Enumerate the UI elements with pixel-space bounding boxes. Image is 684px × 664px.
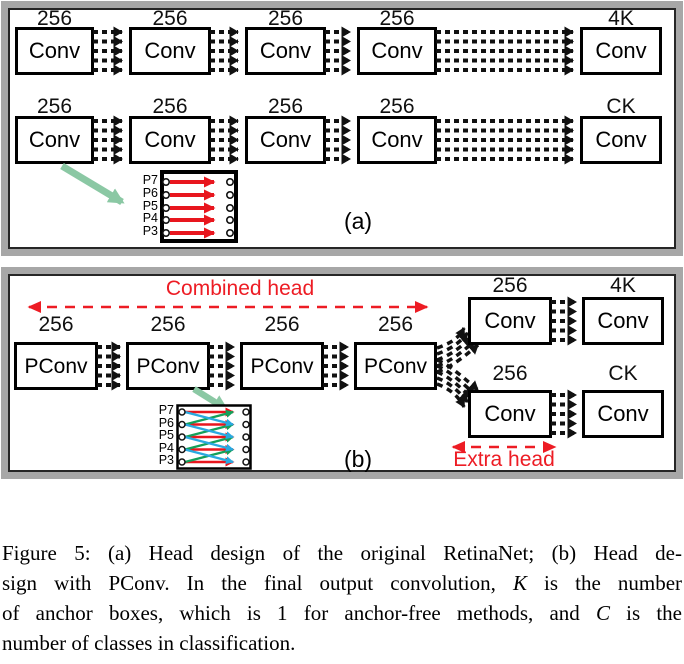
dashed-arrow-connector: [551, 389, 577, 439]
dashed-arrow-connector: [93, 26, 123, 76]
pconv-box: PConv: [14, 342, 98, 390]
output-channel-label: 4K: [610, 274, 636, 297]
output-channel-label: CK: [608, 362, 638, 385]
channel-label: 256: [492, 362, 528, 385]
math-symbol-c: C: [595, 601, 610, 625]
output-channel-label: CK: [606, 95, 636, 118]
channel-label: 256: [267, 95, 304, 118]
math-symbol-k: K: [512, 571, 527, 595]
pyramid-level-label: P7: [158, 403, 174, 417]
conv-box: Conv: [129, 116, 211, 164]
green-pointer-arrow: [60, 162, 125, 206]
long-dashed-arrow-connector: [436, 26, 574, 76]
conv-box: Conv: [580, 116, 662, 164]
panel-a-canvas: 256 256 256 256 4K Conv Conv Conv Conv C…: [8, 8, 676, 249]
extra-head-label: Extra head: [453, 448, 555, 471]
pyramid-level-label: P4: [158, 441, 174, 455]
pyramid-level-label: P6: [142, 186, 158, 200]
conv-box: Conv: [15, 27, 94, 75]
caption-line-4: number of classes in classification.: [2, 631, 296, 655]
channel-label: 256: [152, 95, 188, 118]
conv-box: Conv: [582, 297, 664, 345]
pconv-head-inset: [176, 404, 252, 470]
conv-box: Conv: [468, 390, 552, 438]
channel-label: 256: [36, 7, 73, 30]
channel-label: 256: [150, 313, 186, 336]
pconv-box: PConv: [126, 342, 210, 390]
panel-a: 256 256 256 256 4K Conv Conv Conv Conv C…: [1, 1, 683, 256]
combined-head-label: Combined head: [165, 277, 315, 300]
conv-box: Conv: [245, 116, 326, 164]
pyramid-level-label: P5: [158, 428, 174, 442]
panel-b-tag: (b): [343, 446, 373, 472]
pyramid-level-label: P6: [158, 416, 174, 430]
pyramid-level-label: P4: [142, 211, 158, 225]
dashed-arrow-connector: [210, 115, 239, 165]
output-channel-label: 4K: [608, 7, 634, 30]
pyramid-level-label: P3: [142, 224, 158, 238]
caption-line-2: sign with PConv. In the final output con…: [2, 571, 683, 595]
long-dashed-arrow-connector: [436, 115, 574, 165]
channel-label: 256: [267, 7, 304, 30]
dashed-arrow-connector: [209, 341, 235, 391]
conv-box: Conv: [580, 27, 662, 75]
retina-head-inset: [160, 170, 238, 243]
channel-label: 256: [38, 313, 74, 336]
pconv-box: PConv: [240, 342, 324, 390]
channel-label: 256: [36, 95, 73, 118]
caption-line-3: of anchor boxes, which is 1 for anchor-f…: [2, 601, 682, 625]
caption-line-1: Figure 5: (a) Head design of the origina…: [2, 541, 682, 565]
dashed-arrow-connector: [93, 115, 123, 165]
pconv-box: PConv: [354, 342, 437, 390]
conv-box: Conv: [357, 116, 437, 164]
channel-label: 256: [377, 313, 414, 336]
fan-out-connector: [436, 327, 480, 408]
conv-box: Conv: [582, 390, 664, 438]
channel-label: 256: [264, 313, 300, 336]
dashed-arrow-connector: [325, 115, 351, 165]
dashed-arrow-connector: [551, 296, 577, 346]
channel-label: 256: [379, 7, 415, 30]
dashed-arrow-connector: [323, 341, 349, 391]
conv-box: Conv: [468, 297, 552, 345]
channel-label: 256: [379, 95, 415, 118]
figure-caption: Figure 5: (a) Head design of the origina…: [2, 538, 682, 658]
dashed-arrow-connector: [210, 26, 239, 76]
panel-b: Combined head 256 256 256 256 PConv PCon…: [1, 267, 683, 479]
conv-box: Conv: [245, 27, 326, 75]
pyramid-level-label: P5: [142, 199, 158, 213]
channel-label: 256: [492, 274, 528, 297]
conv-box: Conv: [129, 27, 211, 75]
dashed-arrow-connector: [97, 341, 121, 391]
pyramid-level-label: P3: [158, 453, 174, 467]
panel-b-canvas: Combined head 256 256 256 256 PConv PCon…: [8, 274, 676, 472]
channel-label: 256: [152, 7, 188, 30]
panel-a-tag: (a): [343, 208, 373, 234]
conv-box: Conv: [15, 116, 94, 164]
dashed-arrow-connector: [325, 26, 351, 76]
pyramid-level-label: P7: [142, 173, 158, 187]
conv-box: Conv: [357, 27, 437, 75]
combined-head-arrow: [27, 301, 429, 313]
